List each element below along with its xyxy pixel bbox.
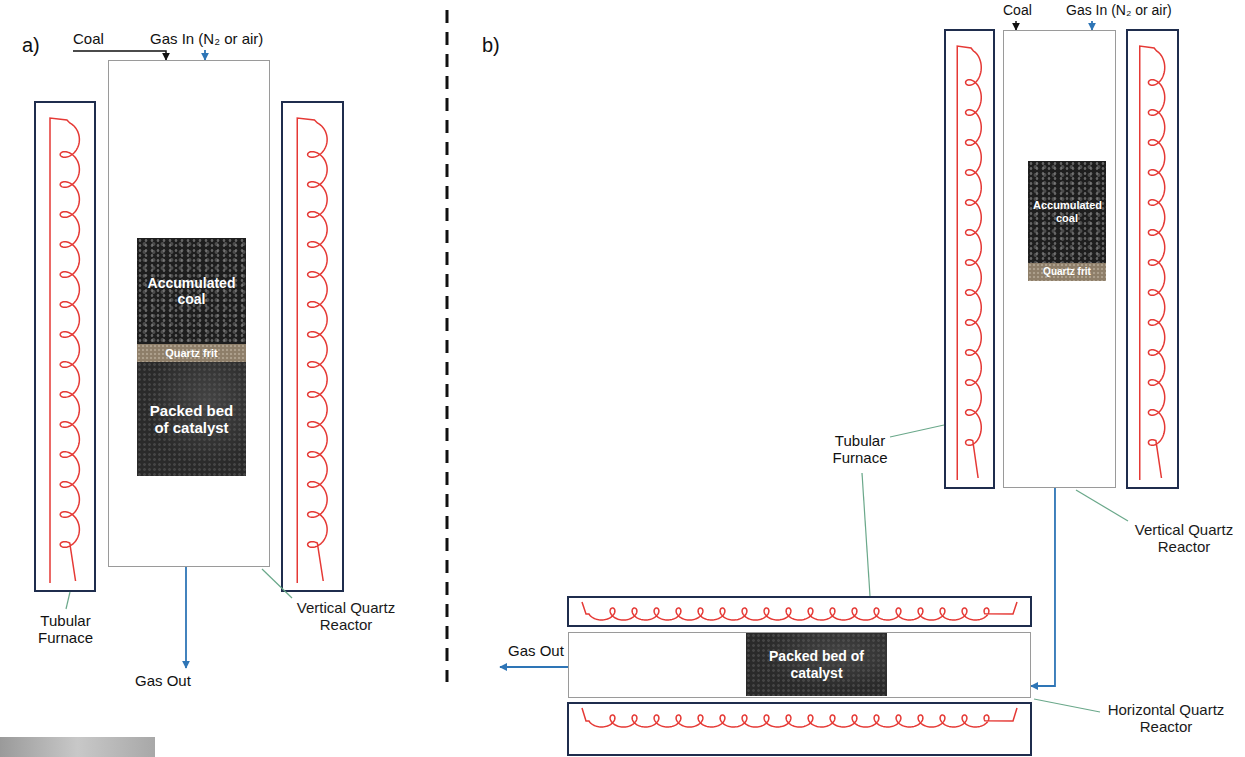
region-label: Accumulated coal bbox=[1028, 199, 1106, 224]
coal-feed-arrow bbox=[1015, 21, 1017, 30]
leader-line bbox=[890, 425, 944, 437]
panel-divider bbox=[446, 10, 449, 682]
coal-bed: Accumulated coal bbox=[137, 238, 246, 344]
input-label: Coal bbox=[1003, 2, 1032, 18]
furnace-wall bbox=[945, 30, 994, 488]
heating-coil bbox=[50, 118, 79, 583]
quartz-reactor: Vertical Quartz ReactorAccumulated coalQ… bbox=[108, 60, 270, 567]
gas-out-arrow bbox=[185, 567, 187, 668]
heating-coil bbox=[297, 118, 327, 583]
furnace-wall bbox=[282, 102, 343, 591]
furnace-wall bbox=[1127, 30, 1178, 488]
region-label: Accumulated coal bbox=[137, 275, 246, 307]
panel-label: a) bbox=[22, 34, 40, 57]
gas-in-arrow bbox=[204, 50, 206, 60]
gas-in-arrow bbox=[1091, 21, 1093, 30]
heating-coils bbox=[50, 46, 1165, 727]
heating-coil bbox=[582, 708, 1017, 727]
gas-flow-arrow bbox=[1031, 488, 1055, 686]
input-label: Coal bbox=[73, 30, 104, 47]
region-label: Quartz frit bbox=[1028, 266, 1106, 278]
input-label: Gas In (N₂ or air) bbox=[150, 30, 263, 47]
leader-line bbox=[262, 569, 292, 598]
photo-fragment bbox=[0, 737, 155, 757]
furnace-wall bbox=[35, 102, 95, 591]
component-label: Tubular Furnace bbox=[28, 612, 103, 647]
quartz-reactor: Vertical Quartz ReactorAccumulated coalQ… bbox=[1003, 30, 1116, 488]
leader-line bbox=[66, 592, 70, 609]
reactor-label: Vertical Quartz Reactor bbox=[291, 599, 401, 634]
catalyst-bed: Packed bed of catalyst bbox=[746, 633, 887, 696]
panel-label: b) bbox=[482, 34, 500, 57]
catalyst-bed: Packed bed of catalyst bbox=[137, 362, 246, 476]
reactor-label: Horizontal Quartz Reactor bbox=[1096, 701, 1236, 736]
leader-line bbox=[1034, 699, 1100, 712]
coal-bed: Accumulated coal bbox=[1028, 161, 1106, 263]
heating-coil bbox=[957, 46, 981, 480]
region-label: Packed bed of catalyst bbox=[137, 402, 246, 437]
output-label: Gas Out bbox=[135, 672, 191, 689]
region-label: Quartz frit bbox=[137, 347, 246, 360]
coal-feed-arrow bbox=[73, 51, 166, 60]
furnace-wall bbox=[568, 703, 1031, 755]
output-label: Gas Out bbox=[508, 642, 564, 659]
heating-coil bbox=[582, 602, 1017, 620]
leader-line bbox=[862, 473, 870, 596]
leader-line bbox=[1076, 490, 1128, 521]
heating-coil bbox=[1140, 46, 1165, 480]
region-label: Packed bed of catalyst bbox=[746, 648, 887, 680]
reactor-label: Vertical Quartz Reactor bbox=[1129, 521, 1239, 556]
quartz-frit: Quartz frit bbox=[137, 344, 246, 362]
component-label: Tubular Furnace bbox=[818, 432, 902, 467]
quartz-reactor: Horizontal Quartz ReactorPacked bed of c… bbox=[568, 632, 1031, 698]
furnace-wall bbox=[568, 597, 1031, 626]
input-label: Gas In (N₂ or air) bbox=[1066, 2, 1172, 18]
quartz-frit: Quartz frit bbox=[1028, 263, 1106, 281]
gas-out-arrow bbox=[500, 666, 568, 668]
